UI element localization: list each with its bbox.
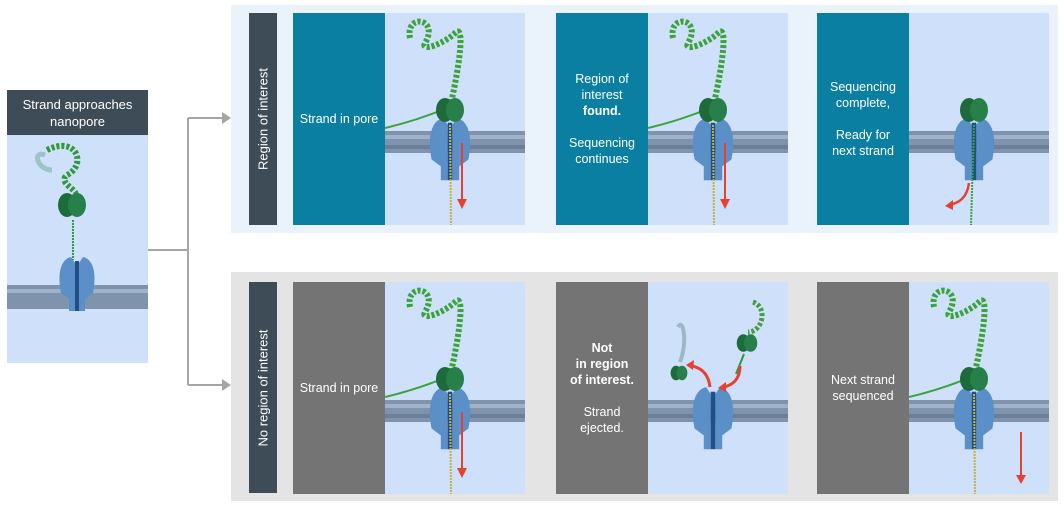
step-text-line: Strand <box>583 405 621 419</box>
step-text-line: next strand <box>832 144 894 158</box>
step-text-line: interest <box>581 88 623 102</box>
dna-strand-icon <box>45 142 81 197</box>
step-text-line: Not <box>591 341 613 355</box>
step-text: Next strand sequenced <box>817 282 909 494</box>
start-panel: Strand approaches nanopore <box>7 90 148 363</box>
branch-line <box>148 117 222 386</box>
nanopore-illustration <box>648 299 788 450</box>
step-text-line: sequenced <box>832 389 894 403</box>
group-label-bar: Region of interest <box>249 13 277 225</box>
step-text-line: Next strand <box>831 373 895 387</box>
step-text-line: Ready for <box>835 128 891 142</box>
dna-strand-icon <box>406 18 464 104</box>
step-text-line: ejected. <box>580 421 624 435</box>
step-panel: Strand in pore <box>293 282 525 494</box>
step-panel: Sequencing complete, Ready for next strand <box>817 13 1049 225</box>
nanopore-illustration <box>909 287 1049 494</box>
step-panel: Strand in pore <box>293 13 525 225</box>
step-text-line: Sequencing <box>568 136 636 150</box>
nanopore-icon <box>692 387 734 450</box>
group-label: No region of interest <box>255 328 271 447</box>
nanopore-illustration <box>385 18 525 225</box>
dna-strand-icon <box>930 287 988 373</box>
step-panel: Not in region of interest. Strand ejected. <box>556 282 788 494</box>
step-text: Region of interest found. Sequencing continu… <box>556 13 648 225</box>
step-text-line: Region of <box>575 72 629 86</box>
motor-protein-icon <box>736 334 758 352</box>
ejected-protein-icon <box>670 365 688 381</box>
nanopore-illustration <box>7 142 148 311</box>
arrow-head <box>222 379 231 391</box>
step-text: Strand in pore <box>293 13 385 225</box>
step-text-line: found. <box>582 104 622 118</box>
nanopore-illustration <box>648 18 788 225</box>
step-panel: Next strand sequenced <box>817 282 1049 494</box>
step-text-line: Strand in pore <box>299 381 379 395</box>
motor-protein-icon <box>436 367 464 391</box>
step-text: Not in region of interest. Strand ejected. <box>556 282 648 494</box>
nanopore-illustration <box>385 287 525 494</box>
motor-protein-icon <box>699 98 727 122</box>
step-text-line: continues <box>575 152 629 166</box>
step-panel: Region of interest found. Sequencing continu… <box>556 13 788 225</box>
step-text: Sequencing complete, Ready for next strand <box>817 13 909 225</box>
dna-strand-icon <box>406 287 464 373</box>
step-text-line: Strand in pore <box>299 112 379 126</box>
group-label: Region of interest <box>255 68 271 170</box>
dna-strand-icon <box>669 18 727 104</box>
start-title: Strand approaches nanopore <box>7 90 148 135</box>
arrow-head <box>222 112 231 124</box>
step-text-line: of interest. <box>570 373 634 387</box>
motor-protein-icon <box>58 193 86 217</box>
group-label-bar: No region of interest <box>249 282 277 493</box>
step-text-line: in region <box>575 357 629 371</box>
step-text: Strand in pore <box>293 282 385 494</box>
nanopore-illustration <box>909 98 1049 225</box>
motor-protein-icon <box>960 98 988 122</box>
step-text-line: Sequencing <box>829 80 897 94</box>
step-text-line: complete, <box>835 96 891 110</box>
motor-protein-icon <box>436 98 464 122</box>
motor-protein-icon <box>960 367 988 391</box>
